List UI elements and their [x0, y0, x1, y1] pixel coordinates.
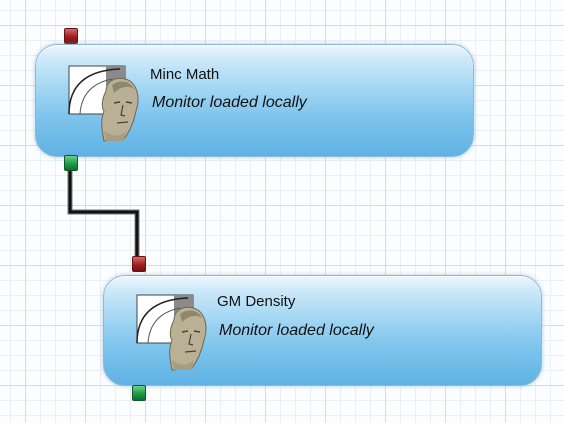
gm-density-output-port[interactable] [132, 385, 146, 401]
module-title: Minc Math [150, 66, 220, 83]
minc-math-input-port[interactable] [64, 28, 78, 44]
module-node-minc-math[interactable]: Minc Math Monitor loaded locally [35, 44, 474, 157]
module-node-gm-density[interactable]: GM Density Monitor loaded locally [103, 275, 542, 386]
module-face-icon [136, 294, 210, 372]
minc-math-output-port[interactable] [64, 155, 78, 171]
gm-density-input-port[interactable] [132, 256, 146, 272]
module-status: Monitor loaded locally [152, 94, 307, 111]
module-status: Monitor loaded locally [219, 322, 374, 339]
module-title: GM Density [217, 293, 296, 310]
module-face-icon [68, 65, 142, 143]
